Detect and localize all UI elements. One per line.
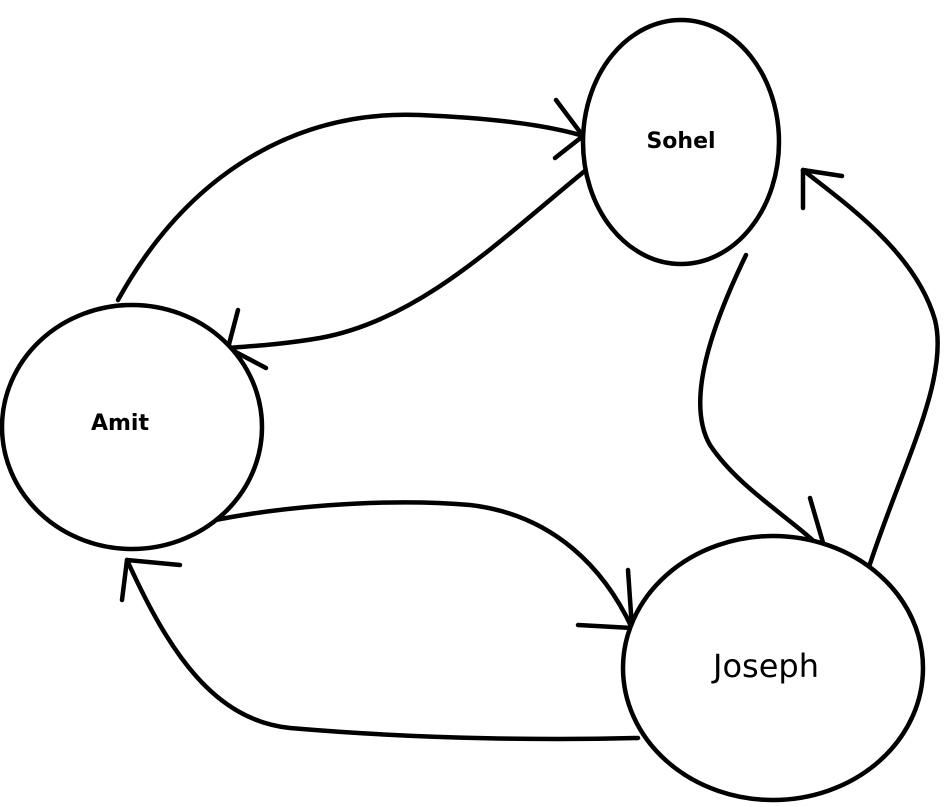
edge-amit-to-joseph	[177, 500, 635, 631]
arrowhead-into-joseph-from-amit	[575, 567, 635, 631]
node-amit: Amit	[0, 302, 265, 552]
node-sohel-label: Sohel	[646, 129, 715, 154]
node-sohel-circle	[580, 17, 782, 267]
edge-sohel-to-amit	[225, 167, 589, 351]
node-joseph-label: Joseph	[711, 647, 819, 685]
node-sohel: Sohel	[580, 17, 782, 267]
edges	[115, 112, 940, 742]
edge-sohel-to-joseph	[697, 252, 829, 556]
node-joseph-circle	[620, 533, 926, 803]
arrowhead-into-sohel-from-joseph	[800, 167, 845, 211]
edge-joseph-to-amit	[124, 557, 641, 742]
node-amit-label: Amit	[91, 411, 149, 436]
node-amit-circle	[0, 302, 265, 552]
edge-joseph-to-sohel	[800, 167, 940, 573]
edge-amit-to-sohel	[115, 112, 583, 303]
arrowhead-into-amit-from-joseph	[119, 557, 183, 603]
node-joseph: Joseph	[620, 533, 926, 803]
